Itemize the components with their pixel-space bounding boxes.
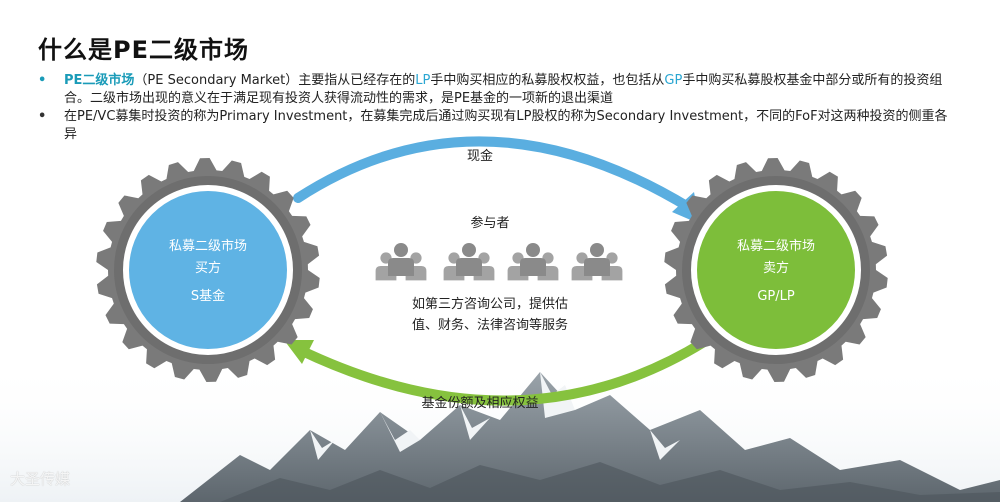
people-group-icon (443, 243, 495, 281)
people-group-icon (507, 243, 559, 281)
watermark: 大圣传媒 (10, 470, 71, 488)
seller-line3: GP/LP (757, 289, 795, 304)
gp-highlight: GP (664, 73, 683, 88)
bullet1-text-1: （PE Secondary Market）主要指从已经存在的 (134, 73, 416, 88)
bullet-list: • PE二级市场（PE Secondary Market）主要指从已经存在的LP… (36, 72, 956, 144)
bullet-dot: • (38, 73, 47, 88)
equity-label: 基金份额及相应权益 (421, 396, 539, 411)
bullet1-text-3: 手中购买私募股权基金中部分或所有的投资组合。二级市场出现的意义在于满足现有投资人… (64, 73, 943, 106)
seller-line1: 私募二级市场 (736, 239, 815, 254)
term-pe-secondary: PE二级市场 (64, 73, 135, 88)
equity-arrow (284, 337, 709, 406)
bullet1-text-2: 手中购买相应的私募股权权益，也包括从 (430, 73, 665, 88)
seller-line2: 卖方 (762, 261, 789, 276)
participants-title: 参与者 (470, 216, 510, 231)
participants-desc-line2: 值、财务、法律咨询等服务 (411, 318, 568, 333)
people-group-icon (571, 243, 623, 281)
buyer-line1: 私募二级市场 (168, 239, 247, 254)
lp-highlight: LP (415, 73, 431, 88)
participants-icons (375, 243, 623, 281)
buyer-line2: 买方 (194, 261, 221, 276)
people-group-icon (375, 243, 427, 281)
participants-description: 如第三方咨询公司，提供估 值、财务、法律咨询等服务 (390, 294, 590, 336)
bullet-item-1: • PE二级市场（PE Secondary Market）主要指从已经存在的LP… (36, 72, 956, 108)
buyer-line3: S基金 (190, 289, 226, 304)
buyer-label: 私募二级市场 买方 S基金 (138, 236, 278, 308)
mountain-background (0, 360, 1000, 502)
participants-desc-line1: 如第三方咨询公司，提供估 (411, 297, 568, 312)
bullet-item-2: • 在PE/VC募集时投资的称为Primary Investment，在募集完成… (36, 108, 956, 144)
bullet2-text: 在PE/VC募集时投资的称为Primary Investment，在募集完成后通… (64, 109, 948, 142)
page-title: 什么是PE二级市场 (38, 36, 249, 64)
cash-label: 现金 (466, 149, 493, 164)
buyer-circle (123, 185, 293, 355)
seller-circle (691, 185, 861, 355)
bullet-dot: • (38, 109, 47, 124)
seller-label: 私募二级市场 卖方 GP/LP (706, 236, 846, 308)
